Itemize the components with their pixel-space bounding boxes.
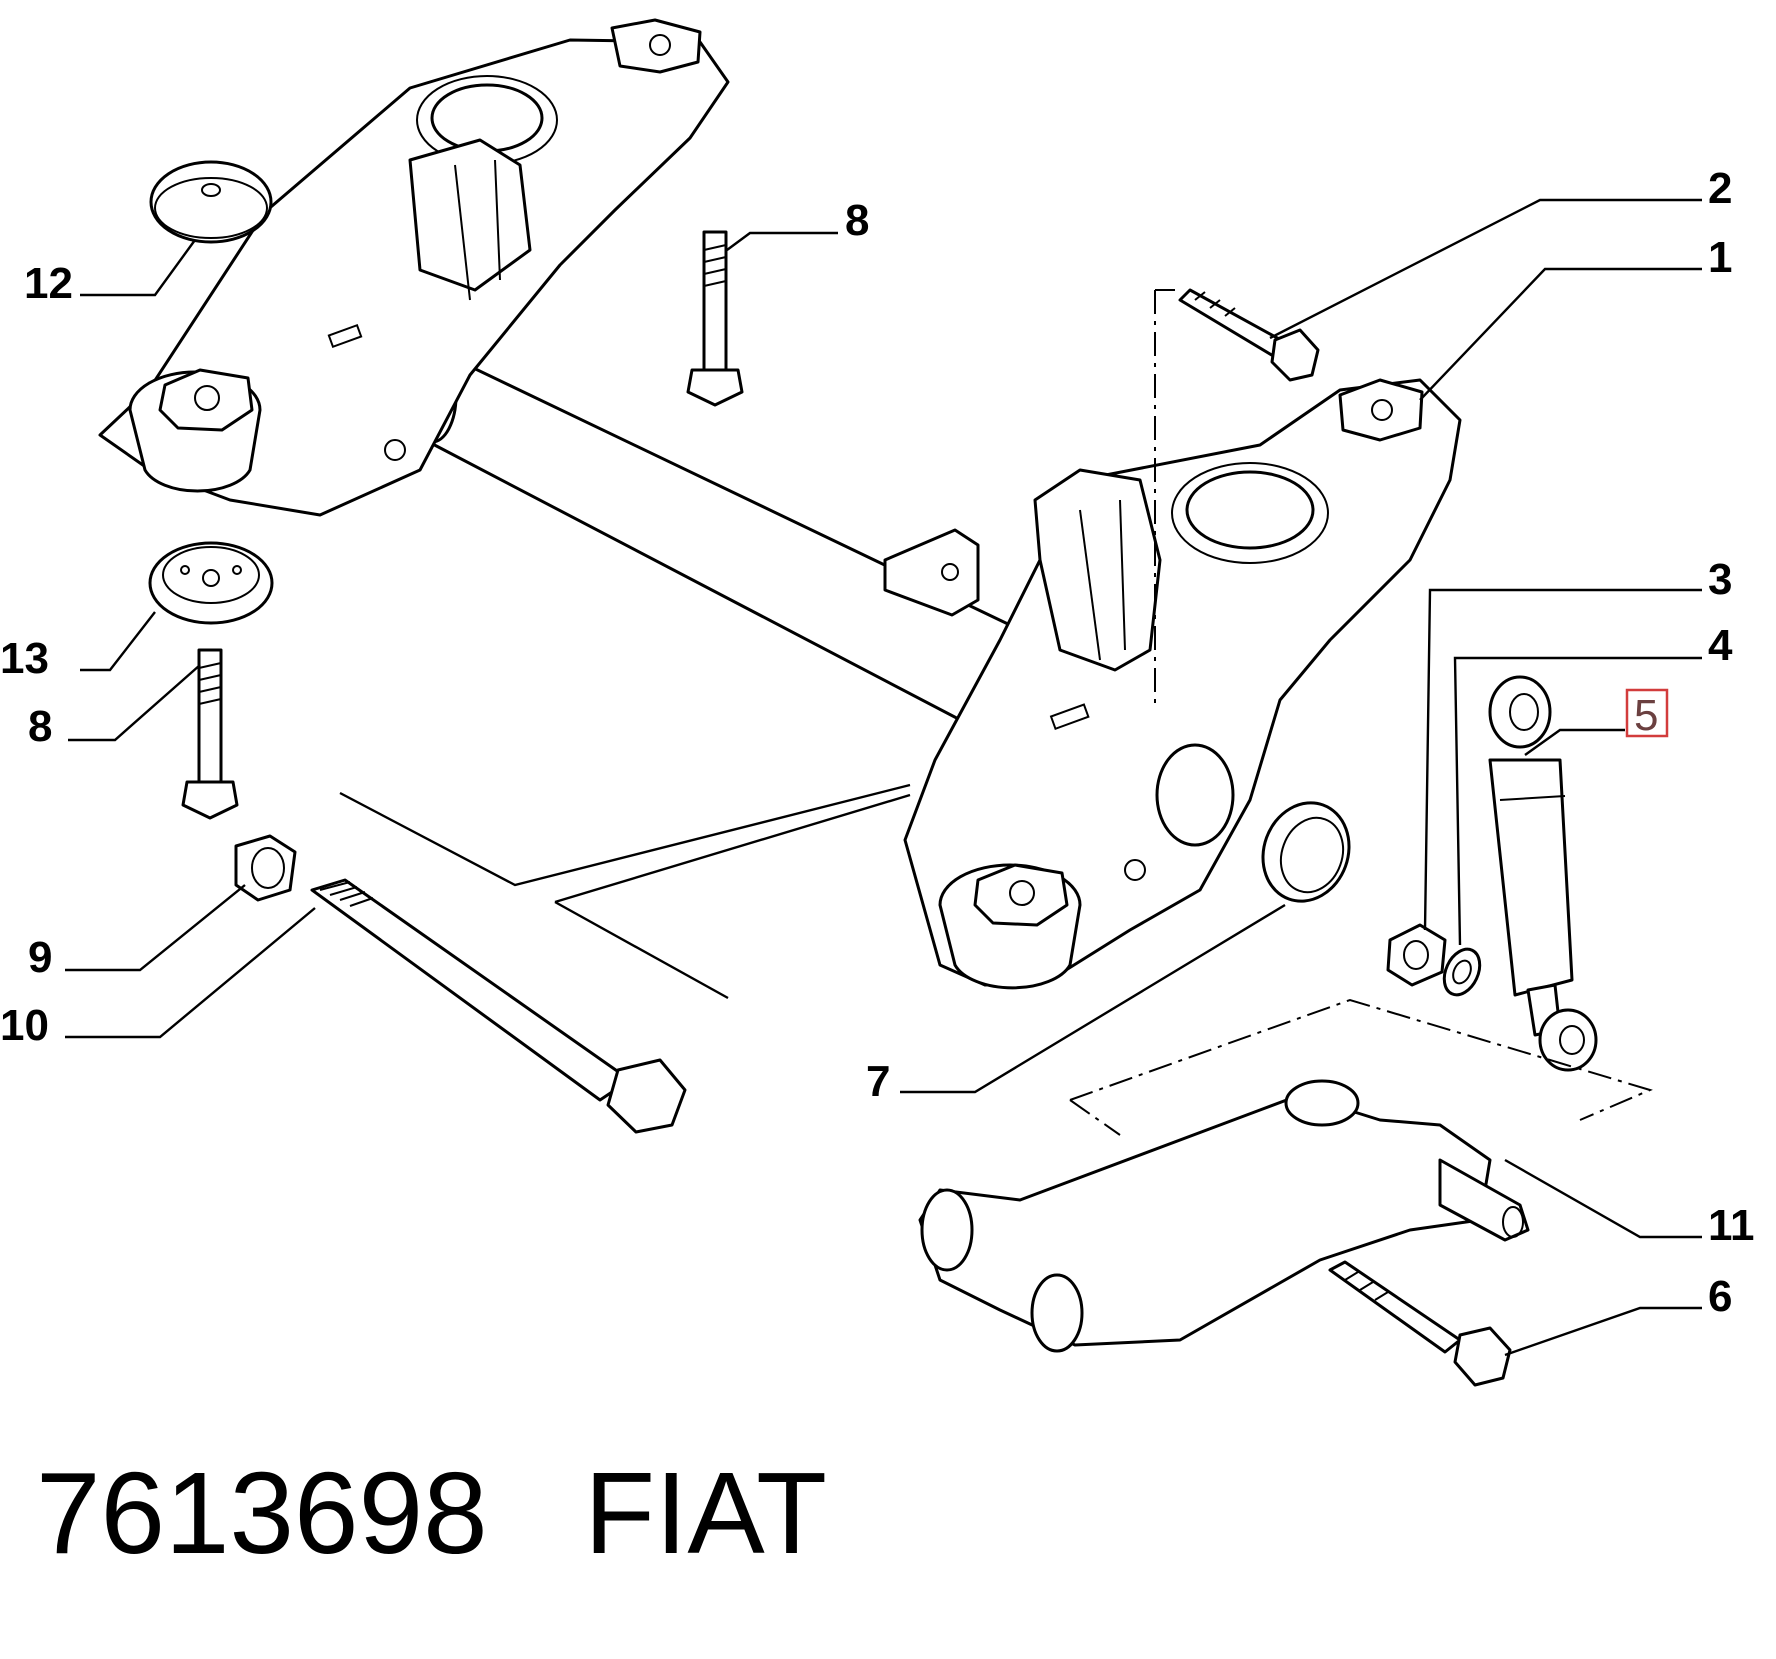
- callout-1: 1: [1708, 233, 1732, 282]
- bolt-10: [310, 878, 687, 1134]
- callout-5-highlight-box: [1625, 688, 1669, 738]
- callout-2: 2: [1708, 164, 1732, 213]
- mount-13: [148, 541, 274, 625]
- lower-control-arm: [918, 1079, 1530, 1353]
- diagram-caption: 7613698 FIAT: [36, 1455, 827, 1571]
- shock-absorber-5: [1488, 675, 1598, 1072]
- callout-9: 9: [28, 933, 52, 982]
- bolt-6: [1328, 1260, 1512, 1387]
- nut-3: [1386, 923, 1447, 987]
- callout-4: 4: [1708, 621, 1733, 670]
- callout-5: 5: [1634, 691, 1658, 740]
- bolt-2: [1178, 288, 1320, 382]
- callout-11: 11: [1708, 1201, 1755, 1250]
- bolt-8-upper: [686, 230, 744, 407]
- seal-ring-7: [1261, 801, 1351, 903]
- washer-4: [1442, 947, 1482, 997]
- callout-7: 7: [866, 1057, 890, 1106]
- right-bracket: [883, 378, 1462, 990]
- crossmember-tube: [406, 348, 1012, 727]
- callout-3: 3: [1708, 555, 1732, 604]
- callout-10: 10: [0, 1001, 49, 1050]
- callout-12: 12: [24, 259, 73, 308]
- brand-name: FIAT: [584, 1448, 828, 1578]
- left-bracket: [98, 18, 730, 517]
- washer-12: [149, 160, 273, 244]
- caption-gap: [488, 1448, 585, 1578]
- nut-9: [234, 834, 297, 902]
- bolt-8-lower: [181, 648, 239, 820]
- callout-labels: 1 2 3 4 5 6 7 8 8 9 10 11 12 13: [0, 164, 1755, 1321]
- callout-8-lower: 8: [28, 702, 52, 751]
- callout-6: 6: [1708, 1272, 1732, 1321]
- construction-lines: [339, 289, 1653, 1136]
- callout-13: 13: [0, 634, 49, 683]
- leader-lines: [65, 198, 1702, 1357]
- part-number: 7613698: [36, 1448, 488, 1578]
- callout-8-upper: 8: [845, 196, 869, 245]
